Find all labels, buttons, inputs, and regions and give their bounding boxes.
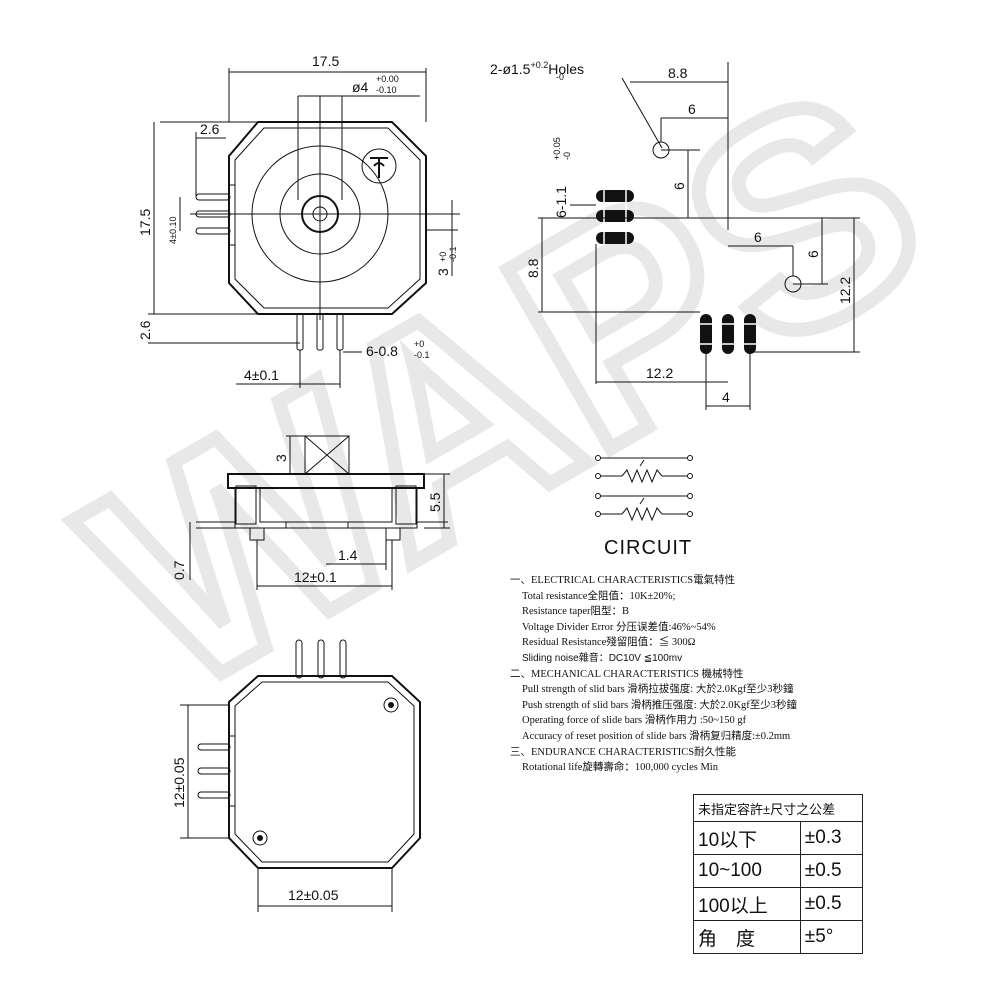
tolerance-range: 10以下: [693, 821, 801, 855]
tolerance-value: ±0.5: [799, 854, 864, 888]
left-pins: [195, 184, 236, 246]
tolerance-header: 未指定容許±尺寸之公差: [693, 794, 863, 822]
pads-left: [596, 190, 634, 244]
tolerance-value: ±5°: [799, 920, 864, 954]
endurance-title: 三、ENDURANCE CHARACTERISTICS耐久性能: [510, 746, 737, 758]
top-view: 17.5 ø4 +0.00 -0.10 2.6 17.5 2.6 4±0.10 …: [137, 53, 460, 388]
tolerance-row: 10~100±0.5: [693, 854, 864, 888]
bottom-view-pins-top: [295, 639, 347, 679]
pin-pitch-left-label: 4±0.10: [168, 217, 178, 244]
pads-bottom: [700, 314, 756, 354]
pcb-dim-top: 8.8: [668, 65, 688, 81]
logo-icon: [361, 148, 397, 184]
corner-top-label: 2.6: [200, 121, 220, 137]
pin-pitch-bottom-label: 4±0.1: [244, 367, 279, 383]
side-pin-offset: 0.7: [171, 560, 187, 580]
pin-width-label: 6-0.8: [366, 343, 398, 359]
side-body-height: 5.5: [427, 492, 443, 512]
tolerance-range: 角 度: [693, 920, 801, 954]
pcb-dim-pitch: 4: [722, 389, 730, 405]
pcb-dim-bottom: 12.2: [646, 365, 673, 381]
bottom-width-label: 12±0.05: [288, 887, 339, 903]
side-shaft-height: 3: [273, 454, 289, 462]
pad-label: 6-1.1: [553, 186, 569, 218]
top-height-label: 17.5: [137, 209, 153, 236]
electrical-item: Sliding noise雜音：DC10V ≦100mv: [522, 652, 683, 664]
pad-tol-plus: +0.05: [552, 137, 562, 160]
tolerance-table: 未指定容許±尺寸之公差 10以下±0.3 10~100±0.5 100以上±0.…: [693, 794, 864, 954]
endurance-item: Rotational life旋轉壽命：100,000 cycles Min: [522, 762, 718, 774]
electrical-item: Total resistance全阻值：10K±20%;: [522, 590, 676, 602]
shaft-tol-minus: -0.10: [376, 85, 397, 95]
bottom-hole-1: [383, 697, 399, 713]
tolerance-row: 角 度±5°: [693, 920, 864, 954]
offset-tol-minus: -0.1: [448, 246, 458, 262]
specifications: 一、ELECTRICAL CHARACTERISTICS電氣特性 Total r…: [500, 573, 860, 776]
offset-label: 3: [435, 268, 451, 276]
shaft-tol-plus: +0.00: [376, 74, 399, 84]
side-inner: 1.4: [338, 547, 358, 563]
shaft-dia-label: ø4: [352, 79, 369, 95]
bottom-view-pins-left: [197, 735, 236, 807]
circuit-title: CIRCUIT: [604, 537, 693, 559]
pad-tol-minus: -0: [562, 152, 572, 160]
tolerance-range: 10~100: [693, 854, 801, 888]
electrical-title: 一、ELECTRICAL CHARACTERISTICS電氣特性: [510, 575, 736, 586]
electrical-item: Resistance taper阻型：B: [522, 606, 630, 618]
top-width-label: 17.5: [312, 53, 339, 69]
tolerance-range: 100以上: [693, 887, 801, 921]
tolerance-row: 100以上±0.5: [693, 887, 864, 921]
offset-tol-plus: +0: [438, 252, 448, 262]
bottom-hole-2: [252, 830, 268, 846]
side-view: 3 5.5 0.7 1.4 12±0.1: [171, 435, 450, 590]
pcb-dim-6b: 6: [671, 182, 687, 190]
pcb-dim-6a: 6: [688, 101, 696, 117]
holes-tol-minus: -0: [556, 72, 564, 82]
electrical-item: Residual Resistance殘留阻值：≦ 300Ω: [522, 637, 696, 649]
tolerance-row: 10以下±0.3: [693, 821, 864, 855]
corner-bottom-label: 2.6: [137, 320, 153, 340]
side-width: 12±0.1: [294, 569, 337, 585]
mechanical-title: 二、MECHANICAL CHARACTERISTICS 機械特性: [510, 668, 744, 680]
pin-width-tol-minus: -0.1: [414, 350, 430, 360]
mechanical-item: Accuracy of reset position of slide bars…: [522, 730, 791, 742]
mechanical-item: Operating force of slide bars 滑柄作用力 :50~…: [522, 715, 747, 727]
pcb-dim-left: 8.8: [525, 258, 541, 278]
pcb-dim-6c: 6: [754, 229, 762, 245]
mechanical-item: Push strength of slid bars 滑柄推压强度: 大於2.0…: [522, 699, 798, 711]
bottom-view: 12±0.05 12±0.05: [171, 639, 421, 912]
pcb-dim-6d: 6: [805, 250, 821, 258]
tolerance-value: ±0.5: [799, 887, 864, 921]
circuit-diagram: [595, 455, 693, 522]
tolerance-value: ±0.3: [799, 821, 864, 855]
pcb-layout: 2-ø1.5+0.2Holes -0 8.8 6 6 6-1.1 +0.05 -…: [490, 60, 860, 410]
holes-label: 2-ø1.5+0.2Holes: [490, 60, 584, 77]
pin-width-tol-plus: +0: [414, 339, 424, 349]
electrical-item: Voltage Divider Error 分压误差值:46%~54%: [522, 621, 716, 633]
pcb-dim-right: 12.2: [837, 277, 853, 304]
mechanical-item: Pull strength of slid bars 滑柄拉拔强度: 大於2.0…: [522, 684, 794, 696]
bottom-height-label: 12±0.05: [171, 757, 187, 808]
